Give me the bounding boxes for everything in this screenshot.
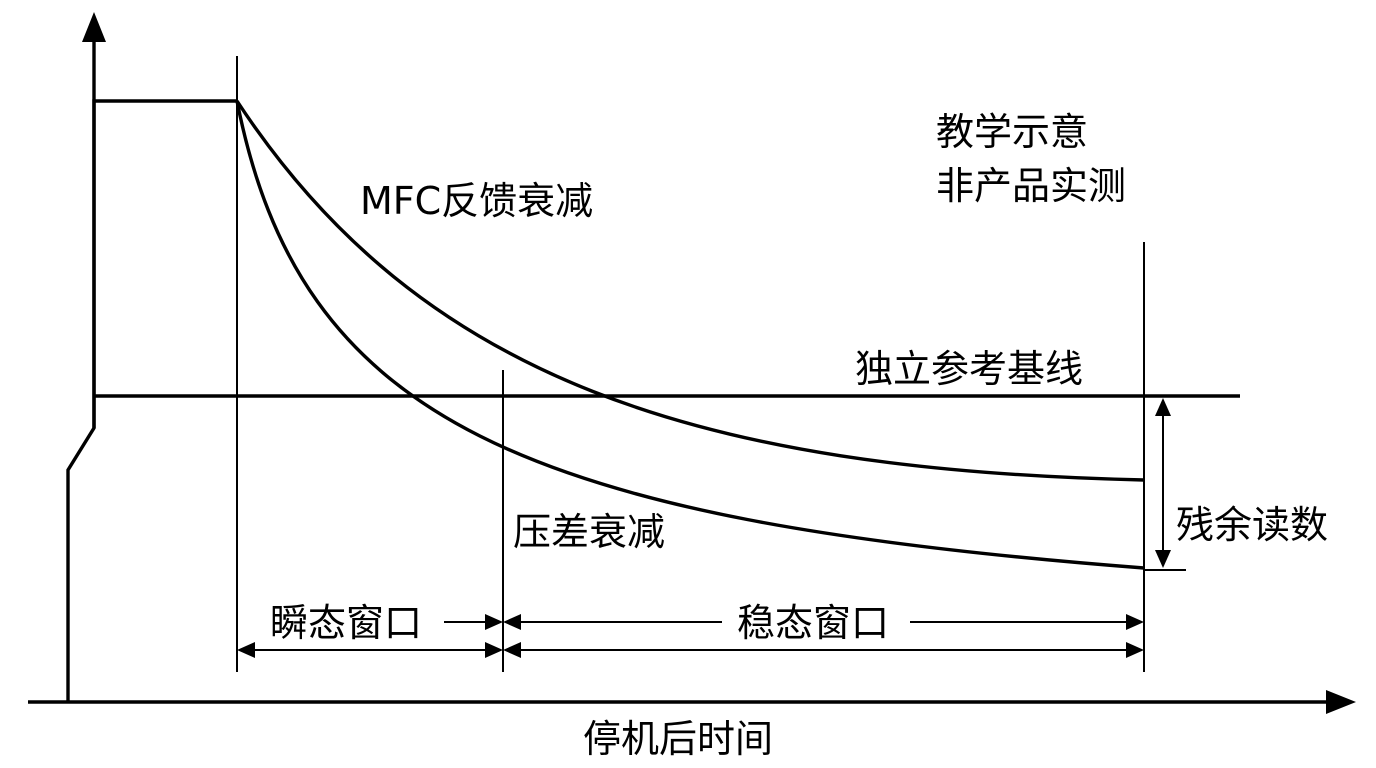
x-axis-label: 停机后时间 [583, 717, 773, 761]
mfc-decay-curve [235, 100, 1145, 482]
reference-baseline-label: 独立参考基线 [855, 347, 1083, 391]
pressure-decay-curve [235, 100, 1145, 570]
transient-window-label: 瞬态窗口 [270, 601, 422, 645]
steady-window-label: 稳态窗口 [737, 601, 889, 645]
mfc-decay-label: MFC反馈衰减 [360, 179, 593, 223]
axes [28, 12, 1356, 714]
pressure-decay-label: 压差衰减 [513, 510, 665, 554]
note-line-2: 非产品实测 [936, 164, 1126, 208]
y-axis-arrow [82, 12, 106, 42]
steady-window-arrows [503, 614, 1144, 658]
note-line-1: 教学示意 [936, 110, 1088, 154]
transient-window-arrows [237, 614, 503, 658]
residual-reading-label: 残余读数 [1176, 503, 1328, 547]
residual-reading-arrow [1155, 398, 1171, 568]
flow-trace-plateau [66, 99, 237, 702]
x-axis-arrow [1326, 690, 1356, 714]
